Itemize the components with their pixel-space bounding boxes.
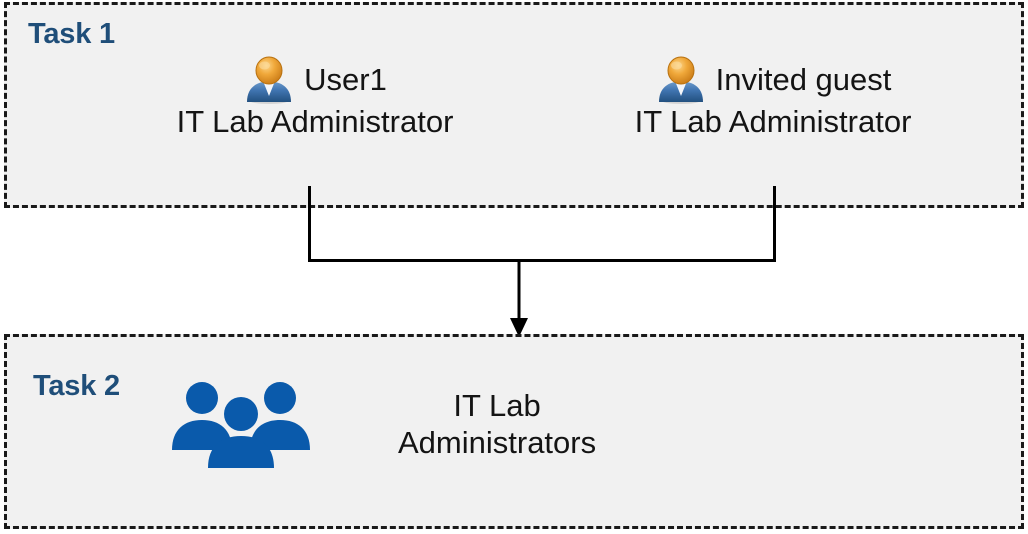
member-user1-name: User1 (304, 61, 387, 97)
group-row: IT Lab Administrators (170, 378, 730, 470)
group-of-people-icon (170, 378, 312, 470)
member-invited-guest-line1: Invited guest (578, 56, 968, 104)
member-invited-guest-role: IT Lab Administrator (634, 104, 912, 139)
member-user1: User1 IT Lab Administrator (120, 56, 510, 141)
group-name-line2: Administrators (398, 425, 597, 460)
task-2-box (4, 334, 1024, 529)
member-invited-guest-name: Invited guest (715, 61, 892, 97)
user-icon (655, 56, 707, 104)
group-name-line1: IT Lab (453, 387, 541, 423)
user-icon (243, 56, 295, 104)
task-1-box (4, 2, 1024, 208)
group-label: IT Lab Administrators (398, 387, 596, 461)
member-user1-role: IT Lab Administrator (176, 104, 454, 139)
task-1-label: Task 1 (28, 18, 115, 50)
member-user1-line1: User1 (120, 56, 510, 104)
member-invited-guest: Invited guest IT Lab Administrator (578, 56, 968, 141)
task-2-label: Task 2 (33, 370, 120, 402)
